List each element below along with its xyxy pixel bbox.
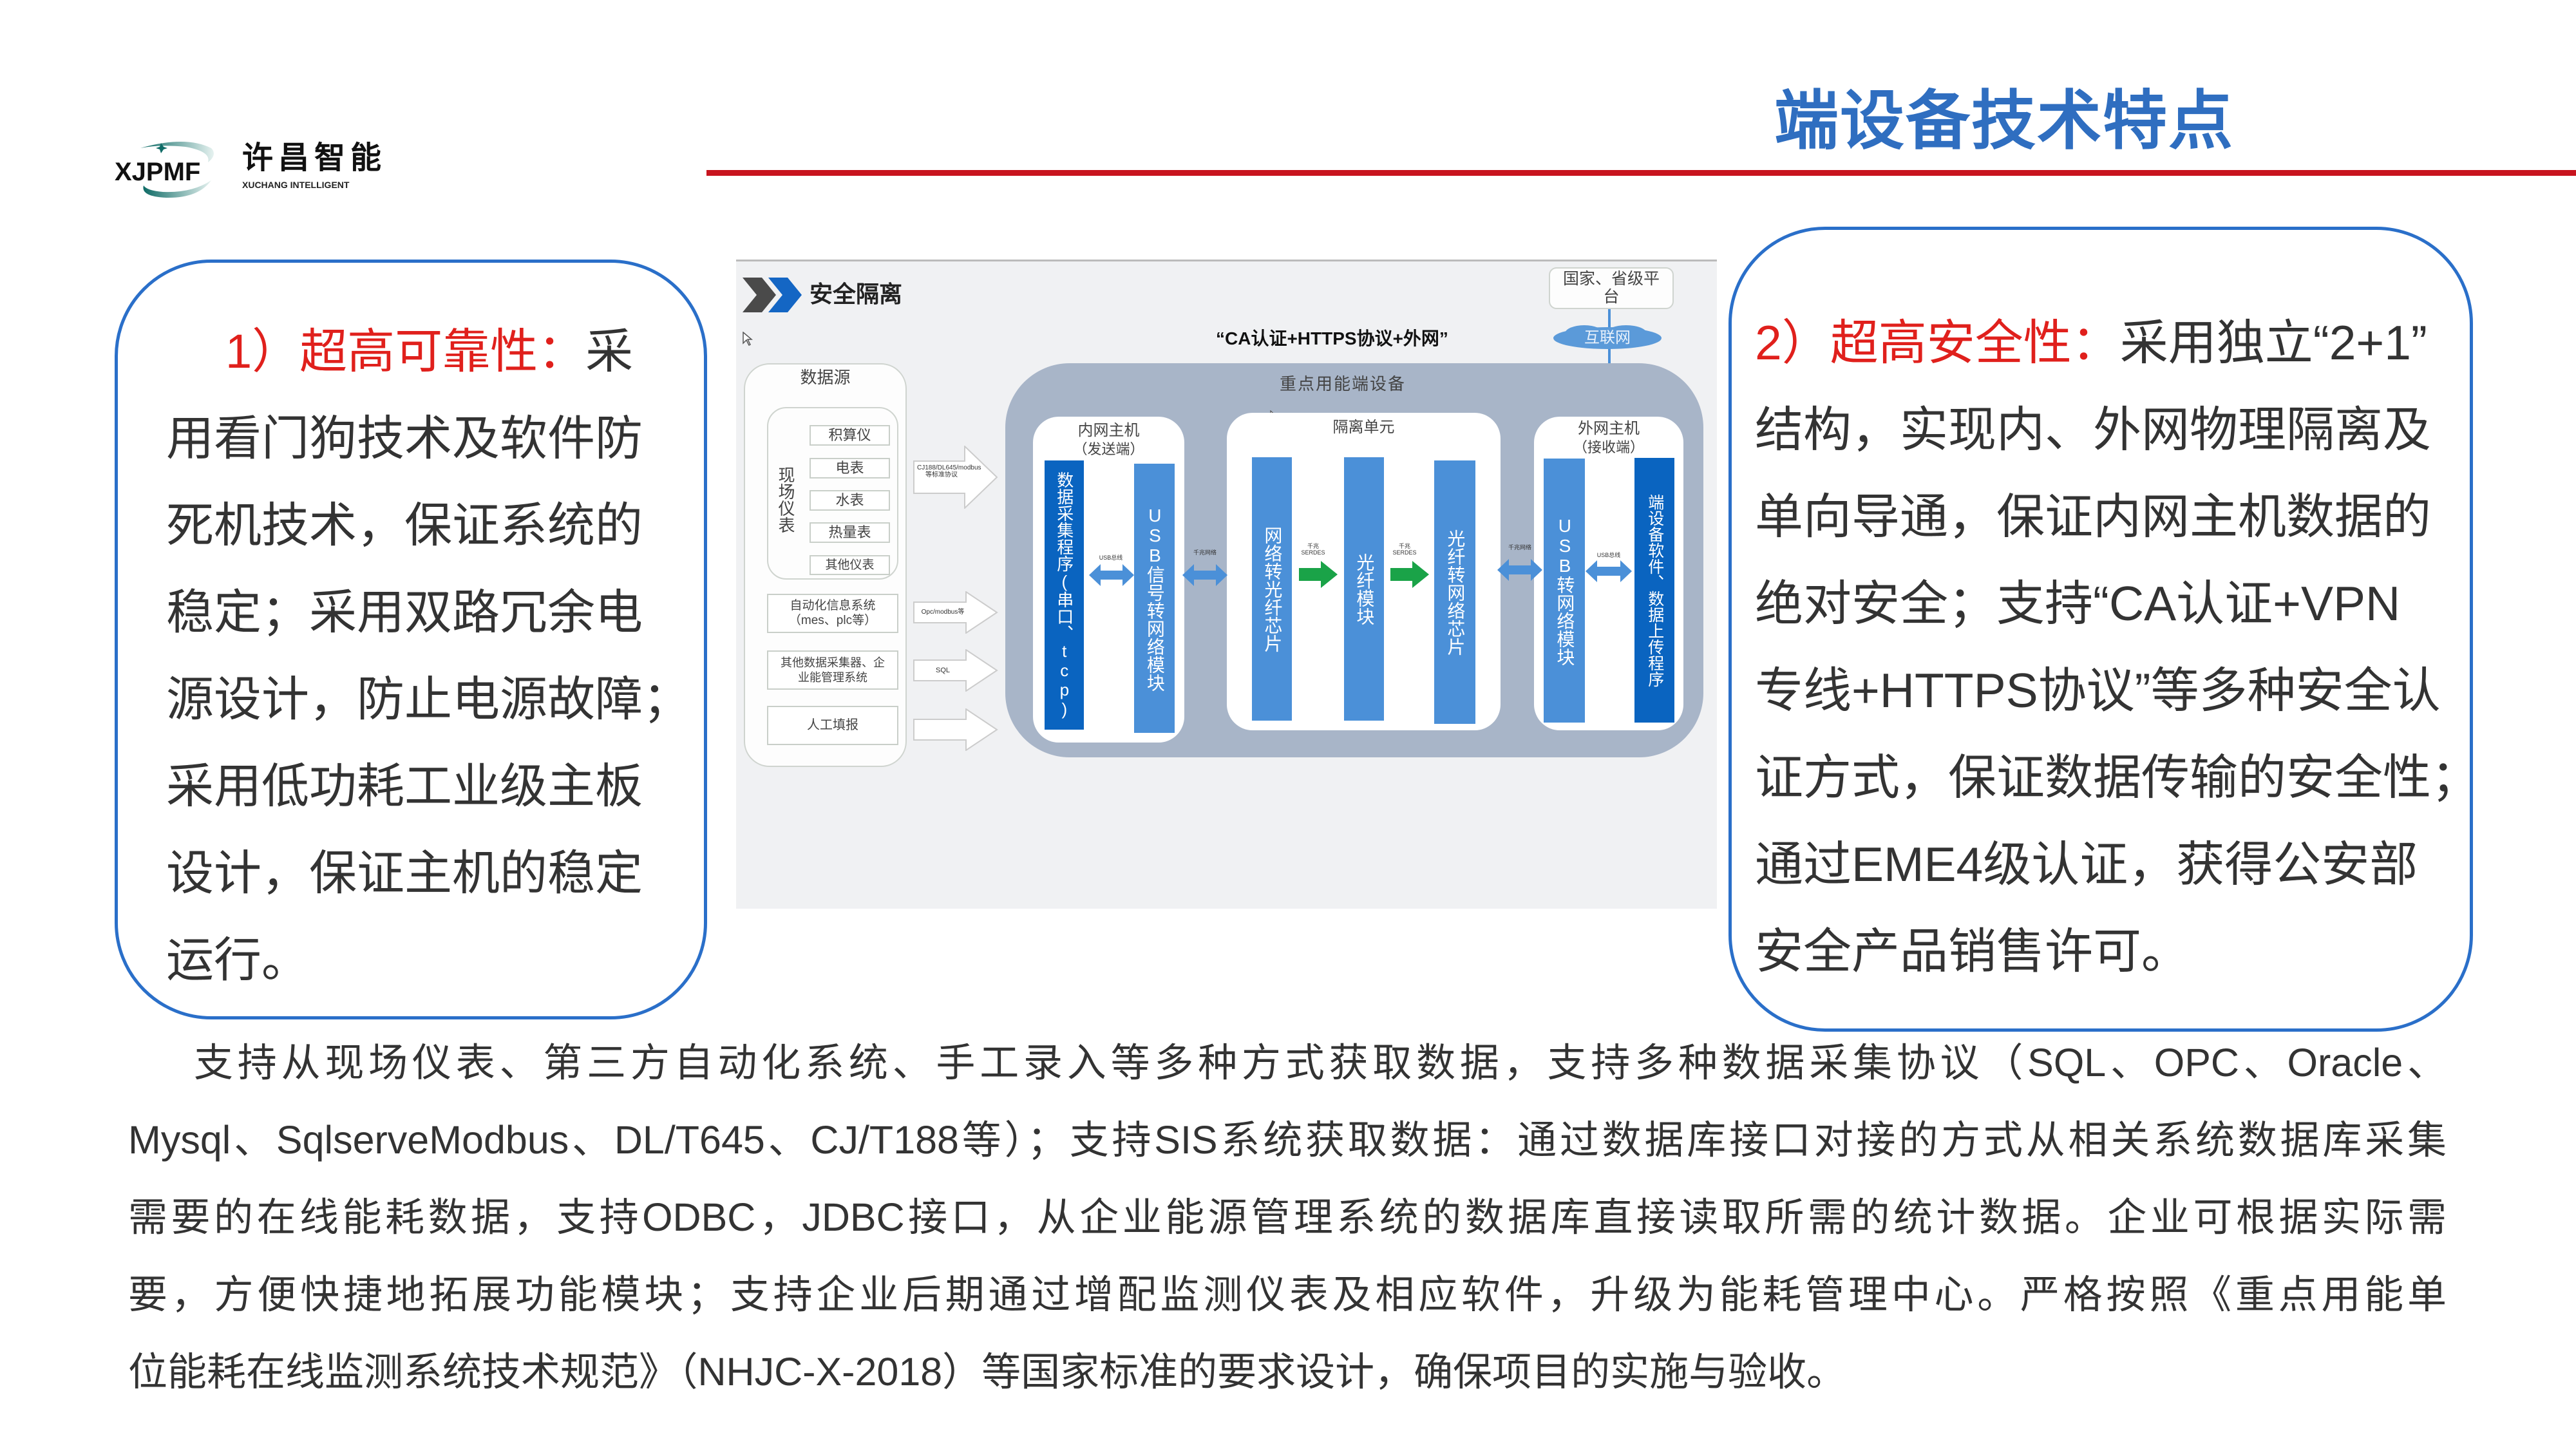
protocol-arrow-icon: [913, 446, 998, 509]
double-chevron-icon: [743, 278, 802, 312]
cursor-icon: [743, 332, 753, 346]
data-source-title: 数据源: [800, 368, 851, 387]
usb-signal-network-module-bar: USB信号转网络模块: [1134, 464, 1175, 733]
device-area-label: 重点用能端设备: [1280, 374, 1406, 393]
meter-other: 其他仪表: [810, 555, 890, 575]
company-logo: XJPMF XUCHANG INTELLIGENT 许昌智能: [115, 135, 385, 200]
usb-bus-label: USB总线: [1099, 554, 1123, 561]
green-arrow-icon: [1299, 561, 1338, 588]
upload-program-bar: 端设备软件、数据上传程序: [1634, 458, 1674, 723]
serdes-label: 千兆SERDES: [1392, 543, 1417, 556]
meter-water: 水表: [810, 490, 890, 511]
outer-host-title: 外网主机: [1578, 420, 1640, 437]
meter-heat: 热量表: [810, 522, 890, 543]
other-collectors-box: 其他数据采集器、企业能管理系统: [767, 650, 898, 690]
arrow-label: CJ188/DL645/modbus等标准协议: [917, 464, 981, 478]
meter-electric: 电表: [810, 458, 890, 478]
automation-system-box: 自动化信息系统（mes、plc等）: [767, 594, 898, 633]
description-paragraph: 支持从现场仪表、第三方自动化系统、手工录入等多种方式获取数据，支持多种数据采集协…: [128, 1041, 2447, 1394]
security-heading: 2）超高安全性：: [1755, 316, 2120, 370]
internet-link-line: [1608, 309, 1611, 413]
protocol-caption: “CA认证+HTTPS协议+外网”: [1216, 328, 1448, 348]
logo-swoosh-icon: XJPMF XUCHANG INTELLIGENT: [115, 142, 350, 198]
fiber-module-bar: 光纤模块: [1344, 457, 1384, 721]
internet-cloud-icon: [1553, 325, 1662, 349]
reliability-text: 1）超高可靠性：采 用看门狗技术及软件防 死机技术，保证系统的 稳定；采用双路冗…: [166, 325, 690, 987]
inner-host-title: 内网主机: [1077, 422, 1140, 439]
meter-integrator: 积算仪: [810, 425, 890, 446]
logo-name: 许昌智能: [242, 141, 387, 175]
manual-entry-box: 人工填报: [767, 706, 898, 745]
security-text: 2）超高安全性：采用独立“2+1” 结构，实现内、外网物理隔离及 单向导通，保证…: [1755, 316, 2480, 978]
manual-arrow-icon: [913, 708, 998, 751]
fiber-to-network-chip-bar: 光纤转网络芯片: [1434, 460, 1475, 724]
green-arrow-icon: [1390, 561, 1429, 588]
svg-text:XUCHANG INTELLIGENT: XUCHANG INTELLIGENT: [242, 180, 350, 190]
double-arrow-icon: [1586, 560, 1632, 582]
double-arrow-icon: [1497, 559, 1542, 581]
field-meters-label: 现场仪表: [776, 466, 795, 533]
opc-arrow-icon: [913, 591, 998, 634]
national-platform-box: 国家、省级平台: [1549, 267, 1674, 309]
sql-arrow-icon: [913, 649, 998, 692]
security-isolation-diagram: 安全隔离 “CA认证+HTTPS协议+外网” 国家、省级平台 互联网 数据源 现…: [736, 260, 1717, 909]
arrow-label: Opc/modbus等: [921, 609, 965, 616]
arrow-label: SQL: [935, 667, 950, 674]
usb-bus-label: USB总线: [1596, 552, 1621, 558]
data-collection-program-bar: 数据采集程序(串口、tcp): [1045, 460, 1084, 730]
title-divider: [706, 170, 2576, 176]
page-title: 端设备技术特点: [1774, 85, 2234, 157]
diagram-title: 安全隔离: [810, 281, 903, 307]
gigabit-label: 千兆网络: [1193, 549, 1217, 556]
inner-host-subtitle: （发送端）: [1073, 441, 1144, 457]
reliability-card: [115, 260, 707, 1019]
security-card: [1728, 227, 2473, 1032]
gigabit-label: 千兆网络: [1508, 544, 1531, 551]
outer-host-subtitle: （接收端）: [1573, 439, 1644, 455]
serdes-label: 千兆SERDES: [1301, 543, 1325, 556]
network-to-fiber-chip-bar: 网络转光纤芯片: [1252, 457, 1292, 721]
isolation-unit-title: 隔离单元: [1332, 419, 1395, 436]
double-arrow-icon: [1089, 564, 1134, 586]
svg-text:XJPMF: XJPMF: [115, 158, 200, 186]
internet-label: 互联网: [1584, 329, 1631, 347]
reliability-heading: 1）超高可靠性：: [225, 325, 586, 378]
double-arrow-icon: [1182, 564, 1227, 586]
usb-network-module-bar: USB转网络模块: [1544, 459, 1585, 723]
